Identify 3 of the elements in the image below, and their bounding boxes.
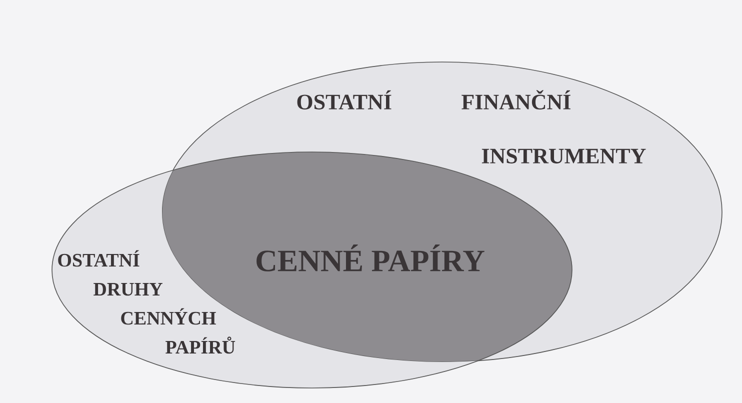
set-label: OSTATNÍ FINANČNÍ INSTRUMENTY [297, 90, 646, 164]
overlap-label: CENNÉ PAPÍRY [256, 244, 484, 272]
set-label: OSTATNÍ DRUHY CENNÝCH PAPÍRŮ [58, 250, 236, 354]
